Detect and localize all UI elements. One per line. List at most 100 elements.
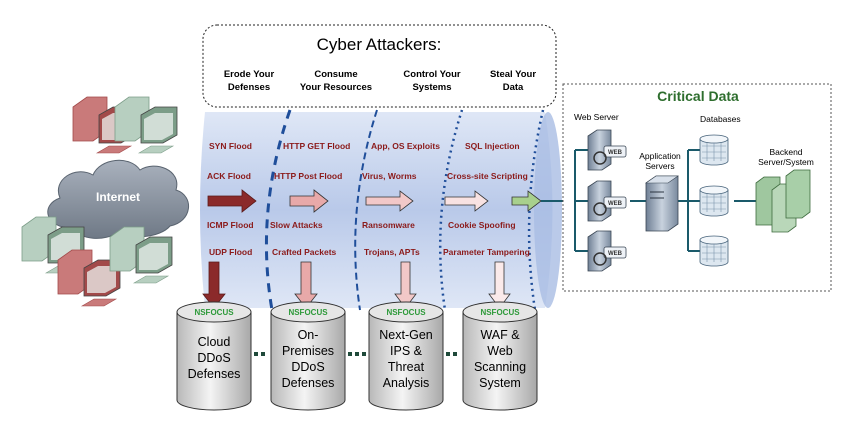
cylinder-connectors: [254, 352, 457, 356]
attackers-box: [202, 24, 557, 108]
web-badge: [603, 145, 627, 158]
dot: [446, 352, 450, 356]
cylinder-body: [270, 311, 346, 411]
app-server-body: [645, 175, 679, 232]
web-servers: WEB WEB WEB: [587, 129, 627, 272]
attack-parameter-tampering: Parameter Tampering: [443, 247, 530, 257]
magnifier-icon: [593, 151, 607, 165]
arrow-pink-horizontal-1: [289, 189, 329, 213]
web-badge: [603, 246, 627, 259]
attack-ack-flood: ACK Flood: [207, 171, 251, 181]
dot: [453, 352, 457, 356]
web-server-icon: WEB: [587, 129, 627, 171]
cylinder-top: [270, 301, 346, 323]
divider-3: [438, 109, 464, 311]
down-arrows: [202, 261, 511, 309]
app-servers-label-1: Application: [639, 151, 681, 161]
divider-1: [264, 109, 292, 311]
attack-category-headers: Erode Your Defenses Consume Your Resourc…: [224, 69, 537, 93]
cylinder-2-line1: On-: [298, 328, 319, 342]
nsfocus-logo: NSFOCUS: [480, 308, 520, 317]
computer-keyboard: [95, 145, 133, 154]
internet-label: Internet: [96, 190, 140, 204]
arrow-red-horizontal: [207, 189, 257, 213]
web-server-icon: WEB: [587, 180, 627, 222]
arrow-down-4: [488, 261, 511, 309]
arrow-down-1: [202, 261, 226, 309]
attack-icmp-flood: ICMP Flood: [207, 220, 254, 230]
header-col1-line2: Defenses: [228, 82, 270, 93]
dot: [355, 352, 359, 356]
dot: [362, 352, 366, 356]
cylinder-body: [462, 311, 538, 411]
header-col2-line2: Your Resources: [300, 82, 372, 93]
cylinder-2-line3: DDoS: [291, 360, 324, 374]
attack-crafted-packets: Crafted Packets: [272, 247, 337, 257]
attack-sql-injection: SQL Injection: [465, 141, 520, 151]
backend-label-1: Backend: [769, 147, 802, 157]
cylinder-3-line3: Threat: [388, 360, 425, 374]
computer-screen: [144, 113, 173, 140]
database-icon: [699, 235, 729, 267]
cylinder-cloud-ddos: NSFOCUS Cloud DDoS Defenses: [176, 301, 252, 411]
cylinder-3-line2: IPS &: [390, 344, 423, 358]
link-app-to-db: [678, 149, 700, 252]
backend-servers: [755, 169, 811, 233]
cylinder-1-line1: Cloud: [198, 335, 231, 349]
header-col3-line2: Systems: [412, 82, 451, 93]
header-col4-line2: Data: [503, 82, 524, 93]
attack-http-post-flood: HTTP Post Flood: [274, 171, 342, 181]
band-right-cap: [534, 112, 562, 308]
cylinder-2-line2: Premises: [282, 344, 334, 358]
cylinder-1-line3: Defenses: [188, 367, 241, 381]
computer-icon: [114, 96, 178, 154]
cylinder-3-line1: Next-Gen: [379, 328, 433, 342]
cylinder-4-line2: Web: [487, 344, 513, 358]
arrow-down-3: [394, 261, 417, 309]
cylinder-nextgen-ips: NSFOCUS Next-Gen IPS & Threat Analysis: [368, 301, 444, 411]
database-icon: [699, 185, 729, 217]
cylinder-onprem-ddos: NSFOCUS On- Premises DDoS Defenses: [270, 301, 346, 411]
cylinder-4-line3: Scanning: [474, 360, 526, 374]
web-badge-label: WEB: [608, 201, 623, 207]
arrow-down-2: [294, 261, 318, 309]
cylinder-top: [462, 301, 538, 323]
cylinder-1-line2: DDoS: [197, 351, 230, 365]
column-dividers: [264, 109, 545, 311]
internet-cloud: Internet: [47, 159, 190, 239]
divider-2: [354, 109, 378, 311]
header-col1-line1: Erode Your: [224, 69, 275, 80]
divider-4: [527, 109, 545, 311]
nsfocus-logo: NSFOCUS: [386, 308, 426, 317]
computer-icon: [109, 226, 173, 284]
web-badge: [603, 196, 627, 209]
cylinder-body: [368, 311, 444, 411]
header-col4-line1: Steal Your: [490, 69, 536, 80]
db-top: [699, 185, 729, 195]
web-badge-label: WEB: [608, 150, 623, 156]
db-top: [699, 134, 729, 144]
header-col3-line1: Control Your: [403, 69, 460, 80]
attack-ransomware: Ransomware: [362, 220, 415, 230]
attack-trojans-apts: Trojans, APTs: [364, 247, 420, 257]
computer-icon: [57, 249, 121, 307]
attackers-title: Cyber Attackers:: [317, 35, 442, 54]
cylinder-4-line4: System: [479, 376, 521, 390]
backend-server-3: [785, 169, 811, 219]
nsfocus-logo: NSFOCUS: [194, 308, 234, 317]
arrow-green-horizontal: [511, 190, 542, 212]
critical-data-title: Critical Data: [657, 88, 739, 104]
app-server-icon: [645, 175, 679, 232]
traffic-arrows: [207, 189, 580, 213]
cylinder-top: [368, 301, 444, 323]
computer-keyboard: [137, 145, 175, 154]
web-server-icon: WEB: [587, 230, 627, 272]
dot: [348, 352, 352, 356]
cylinder-2-line4: Defenses: [282, 376, 335, 390]
cylinder-3-line4: Analysis: [383, 376, 430, 390]
app-servers-label-2: Servers: [645, 161, 674, 171]
backend-label-2: Server/System: [758, 157, 814, 167]
attack-http-get-flood: HTTP GET Flood: [283, 141, 350, 151]
attack-virus-worms: Virus, Worms: [362, 171, 417, 181]
